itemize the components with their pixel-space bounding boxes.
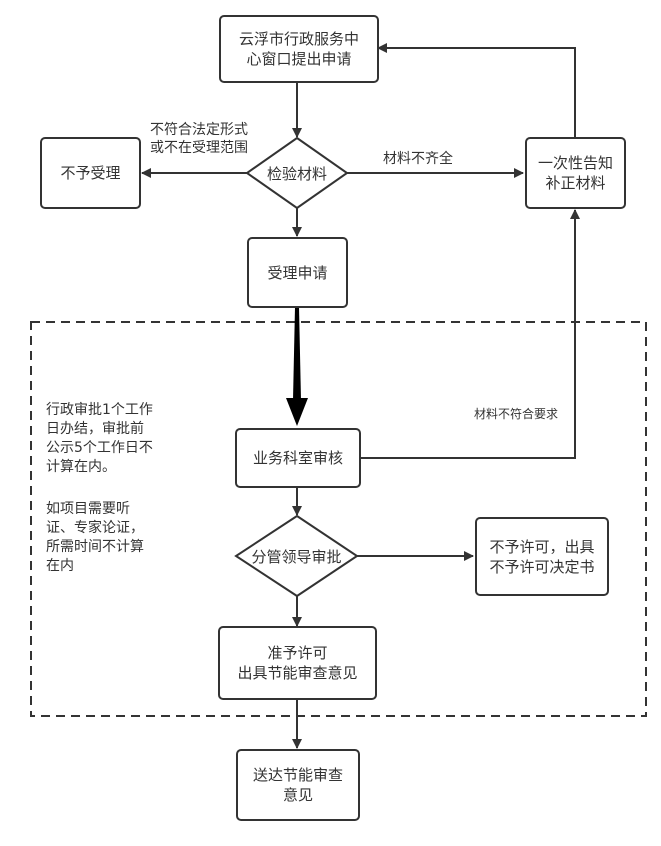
label-not-compliant: 不符合法定形式 或不在受理范围 — [150, 122, 248, 156]
edge-accept-review — [293, 307, 301, 400]
node-grant-permit: 准予许可 出具节能审查意见 — [218, 626, 377, 700]
edge-accept-review-head — [286, 398, 308, 426]
node-accept-application: 受理申请 — [247, 237, 348, 308]
node-leader-approval: 分管领导审批 — [251, 547, 342, 566]
node-notify-supplement: 一次性告知 补正材料 — [525, 137, 626, 209]
node-deliver-opinion: 送达节能审查 意见 — [236, 749, 360, 821]
label-incomplete: 材料不齐全 — [383, 151, 453, 167]
review-stage-container — [30, 321, 647, 717]
node-check-materials: 检验材料 — [266, 164, 327, 183]
note-hearing: 如项目需要听 证、专家论证， 所需时间不计算 在内 — [46, 501, 144, 574]
label-not-meet-requirements: 材料不符合要求 — [474, 407, 559, 421]
edge-notify-submit — [377, 43, 576, 137]
edge-review-notify — [360, 209, 580, 459]
node-reject-acceptance: 不予受理 — [40, 137, 141, 209]
note-time-limit: 行政审批1个工作 日办结，审批前 公示5个工作日不 计算在内。 — [46, 402, 153, 475]
node-submit-application: 云浮市行政服务中 心窗口提出申请 — [219, 15, 379, 83]
node-deny-permit: 不予许可，出具 不予许可决定书 — [475, 517, 609, 596]
node-dept-review: 业务科室审核 — [235, 428, 361, 488]
